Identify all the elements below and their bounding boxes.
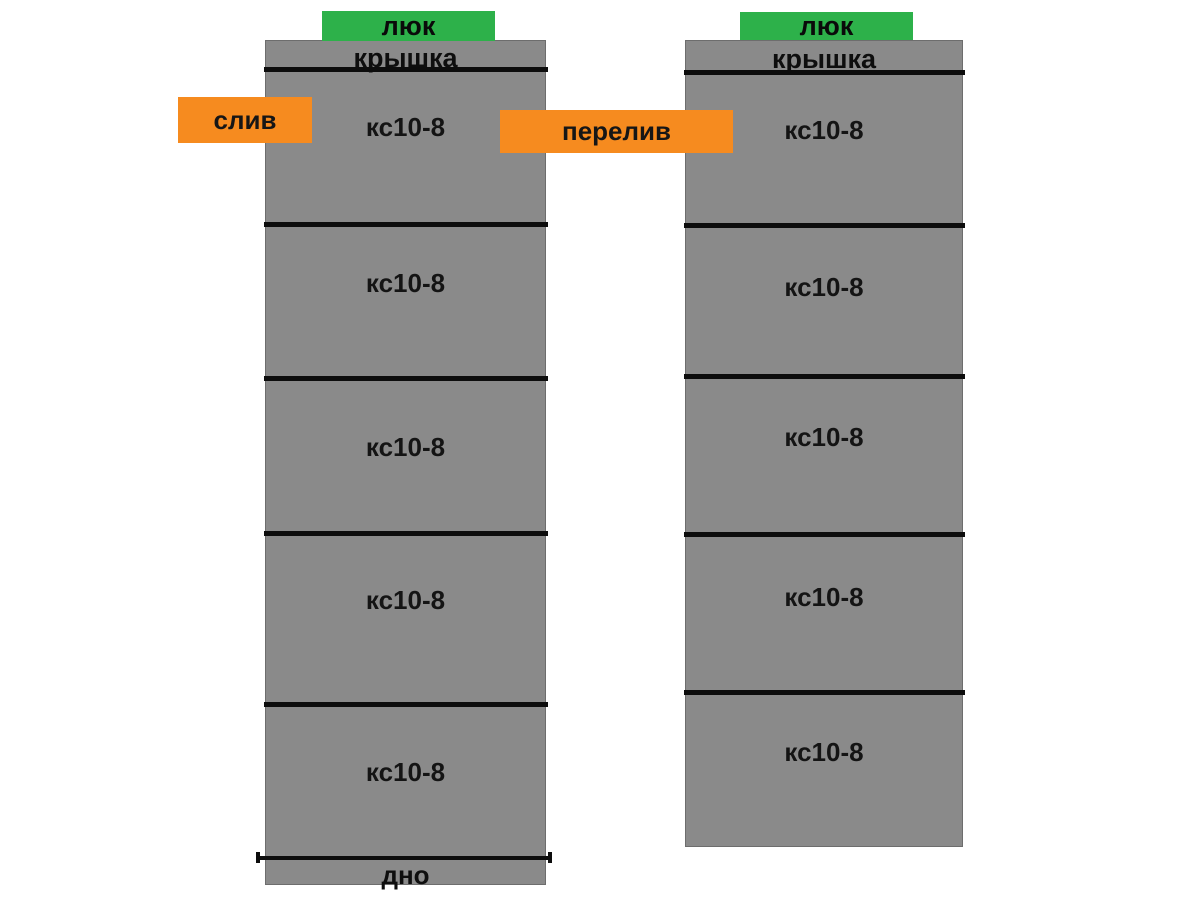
left-manhole-block: люк [322, 11, 495, 41]
left-ring-5-label: кс10-8 [365, 757, 446, 787]
overflow-pipe-block: перелив [500, 110, 733, 153]
left-divider-3 [264, 376, 548, 381]
right-divider-5 [684, 690, 965, 695]
drain-pipe-label: слив [213, 104, 277, 135]
left-ring-1-label: кс10-8 [365, 112, 446, 142]
right-cover-label: крышка [771, 44, 877, 74]
left-bottom-line-left-tick [256, 852, 260, 863]
right-divider-1 [684, 70, 965, 75]
left-bottom-label: дно [381, 860, 430, 890]
left-divider-2 [264, 222, 548, 227]
left-bottom-line [256, 852, 552, 863]
left-ring-3-label: кс10-8 [365, 432, 446, 462]
right-ring-1-label: кс10-8 [784, 115, 864, 145]
left-bottom-line-right-tick [548, 852, 552, 863]
left-ring-4-label: кс10-8 [365, 585, 446, 615]
right-manhole-block: люк [740, 10, 913, 41]
right-ring-3-label: кс10-8 [784, 422, 864, 452]
left-divider-1 [264, 67, 548, 72]
left-ring-2-label: кс10-8 [365, 268, 446, 298]
right-divider-2 [684, 223, 965, 228]
right-divider-3 [684, 374, 965, 379]
left-divider-5 [264, 702, 548, 707]
right-manhole-label: люк [799, 10, 854, 41]
right-divider-4 [684, 532, 965, 537]
left-well-column: крышка кс10-8 кс10-8 кс10-8 кс10-8 кс10-… [264, 40, 548, 890]
overflow-pipe-label: перелив [562, 116, 671, 146]
drain-pipe-block: слив [178, 97, 312, 143]
left-divider-4 [264, 531, 548, 536]
right-ring-4-label: кс10-8 [784, 582, 864, 612]
right-ring-5-label: кс10-8 [784, 737, 864, 767]
right-well-column: крышка кс10-8 кс10-8 кс10-8 кс10-8 кс10-… [684, 40, 965, 847]
right-ring-2-label: кс10-8 [784, 272, 864, 302]
left-manhole-label: люк [381, 10, 436, 41]
